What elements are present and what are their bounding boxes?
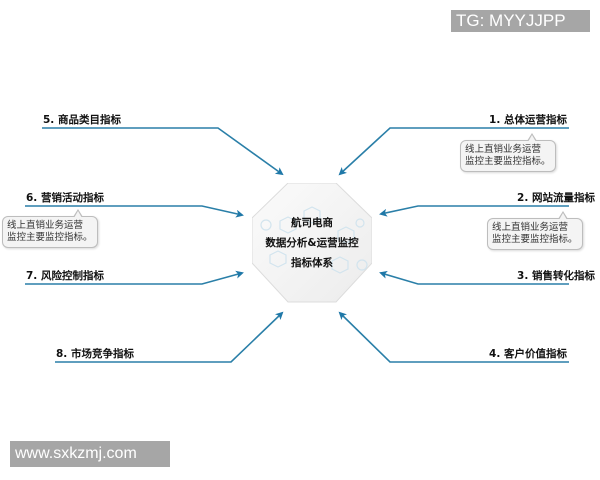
center-line-2: 数据分析&运营监控 <box>265 237 359 249</box>
node-label-1: 1. 总体运营指标 <box>489 114 567 126</box>
node-label-4: 4. 客户价值指标 <box>489 348 567 360</box>
callout-node-2: 线上直销业务运营 监控主要监控指标。 <box>487 211 583 250</box>
connector-5 <box>42 127 284 176</box>
node-label-6: 6. 营销活动指标 <box>26 192 104 204</box>
center-line-3: 指标体系 <box>291 257 333 269</box>
center-line-1: 航司电商 <box>291 217 333 229</box>
decorative-hex-icons <box>260 206 368 274</box>
callout-2-line-2: 监控主要监控指标。 <box>492 234 578 245</box>
node-label-8: 8. 市场竞争指标 <box>56 348 134 360</box>
node-label-3: 3. 销售转化指标 <box>517 270 595 282</box>
connector-8 <box>55 311 284 363</box>
node-label-5: 5. 商品类目指标 <box>43 114 121 126</box>
connector-1 <box>338 127 569 176</box>
connector-4 <box>338 311 569 363</box>
callout-1-line-2: 监控主要监控指标。 <box>465 156 551 167</box>
octagon-shape <box>252 183 372 303</box>
connector-7 <box>25 270 244 285</box>
watermark-tg: TG: MYYJJPP <box>451 10 590 32</box>
connector-2 <box>379 205 569 217</box>
callout-1-line-1: 线上直销业务运营 <box>465 144 542 155</box>
connector-3 <box>379 270 569 285</box>
center-octagon: 航司电商 数据分析&运营监控 指标体系 <box>252 183 372 303</box>
watermark-url: www.sxkzmj.com <box>10 441 170 467</box>
callout-6-line-2: 监控主要监控指标。 <box>7 232 93 243</box>
callout-node-6: 线上直销业务运营 监控主要监控指标。 <box>2 209 98 248</box>
node-label-2: 2. 网站流量指标 <box>517 192 595 204</box>
callout-2-line-1: 线上直销业务运营 <box>492 222 569 233</box>
callout-node-1: 线上直销业务运营 监控主要监控指标。 <box>460 133 556 172</box>
node-label-7: 7. 风险控制指标 <box>26 270 104 282</box>
connector-6 <box>25 205 244 218</box>
center-title: 航司电商 数据分析&运营监控 指标体系 <box>252 183 372 303</box>
callout-6-line-1: 线上直销业务运营 <box>7 220 84 231</box>
